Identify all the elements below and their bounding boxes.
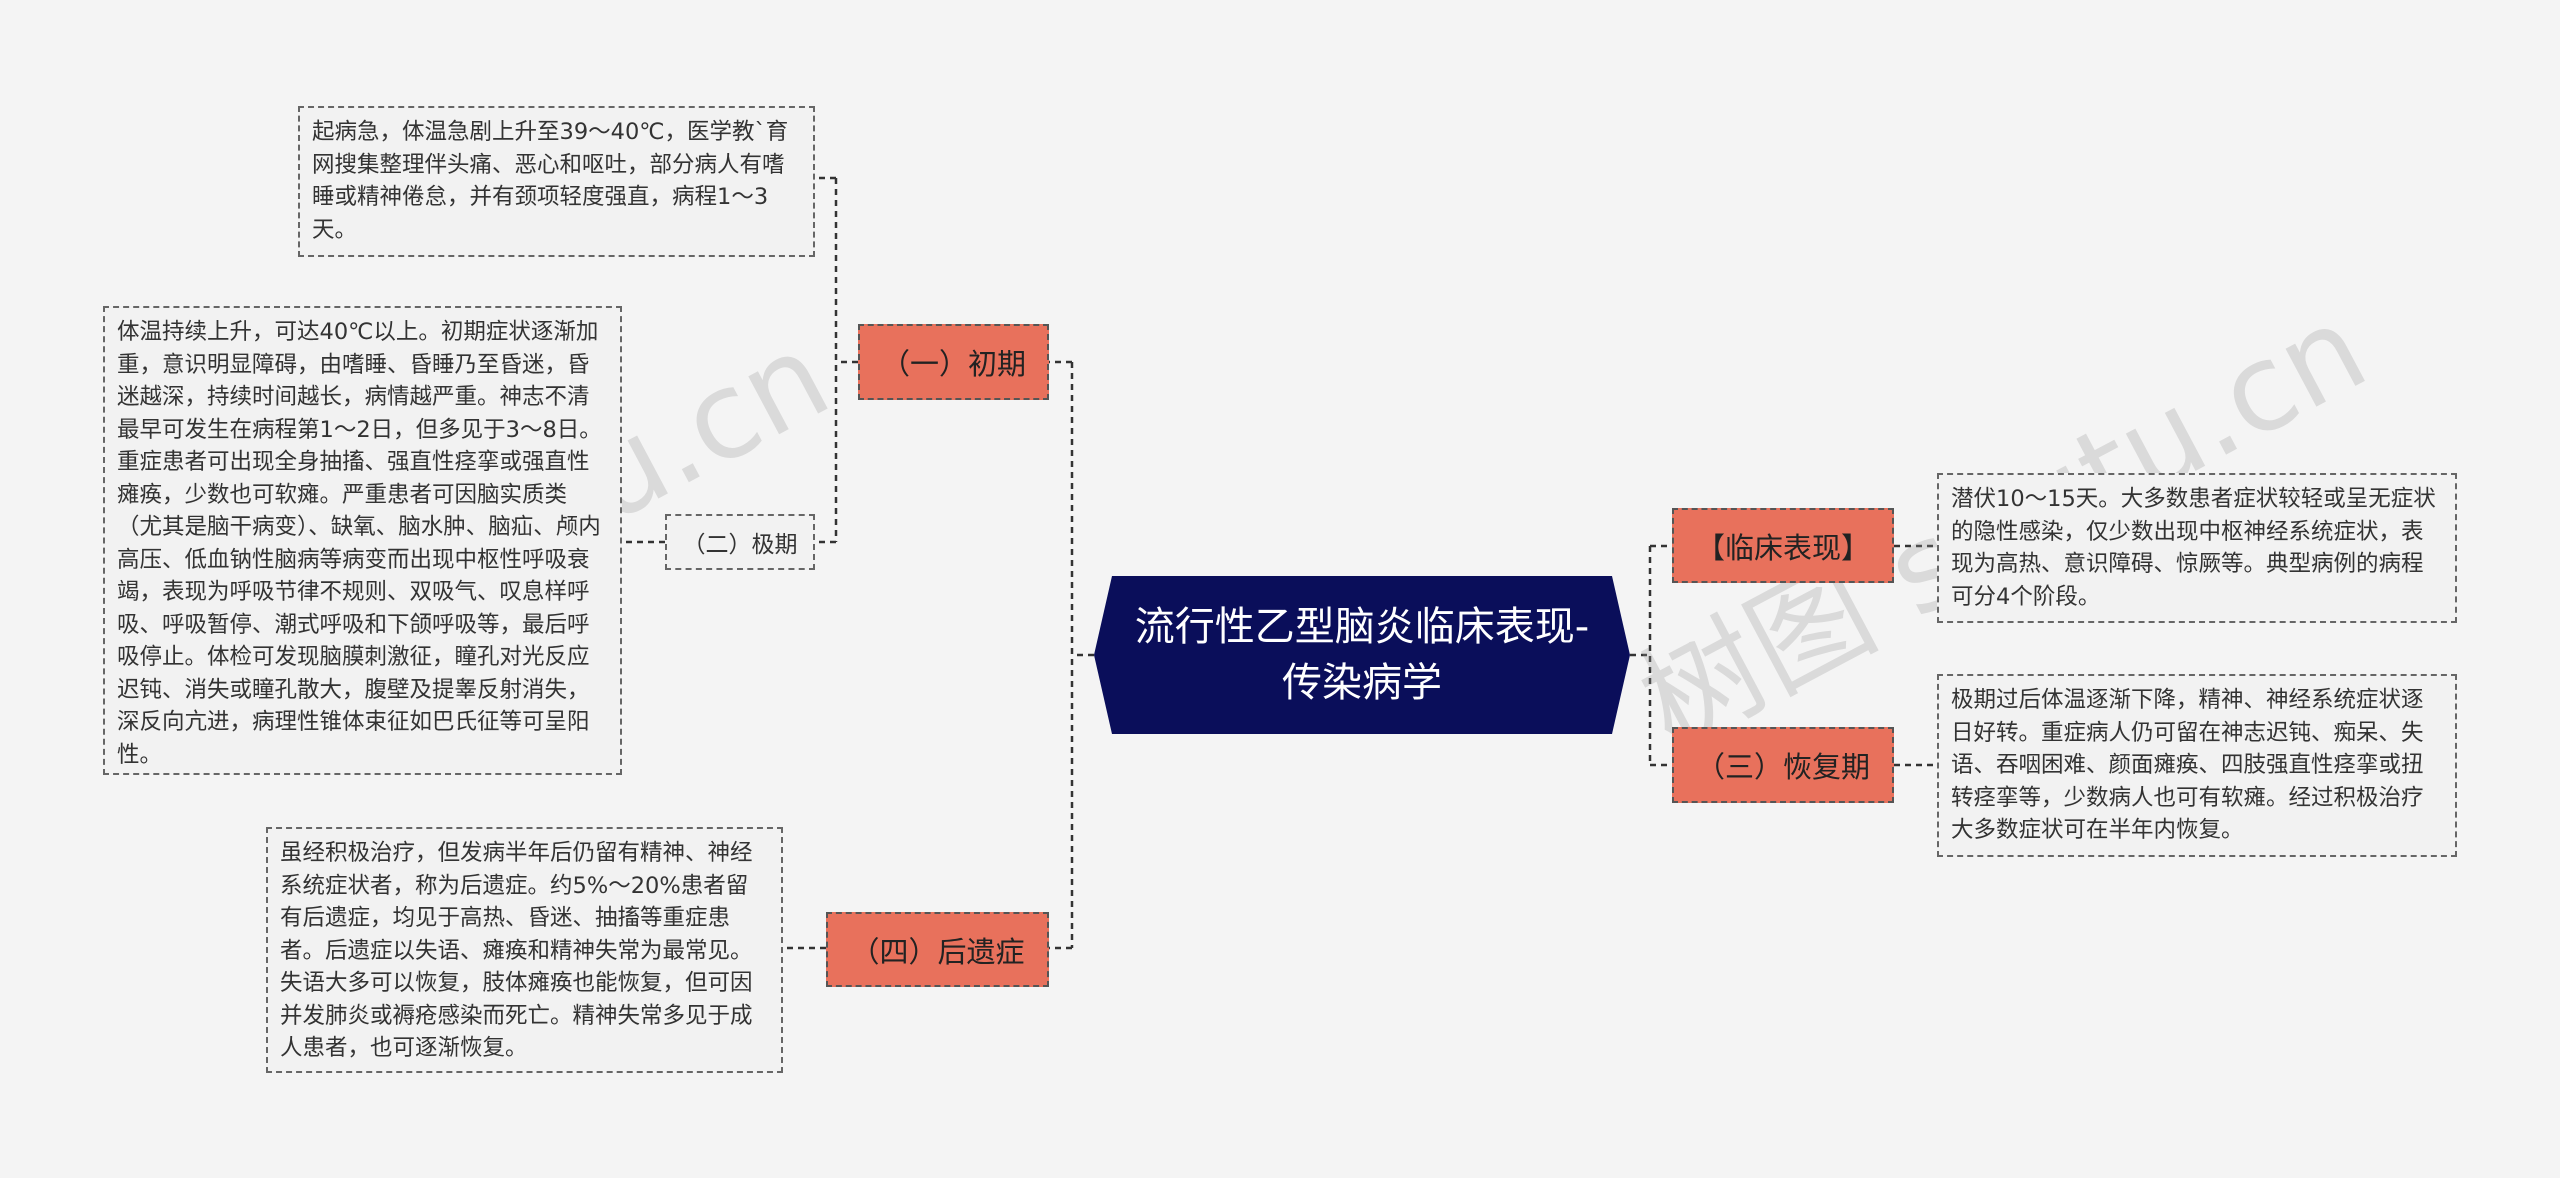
branch-sequelae[interactable]: （四）后遗症 [826,912,1049,987]
root-topic[interactable]: 流行性乙型脑炎临床表现-传染病学 [1094,576,1630,734]
branch-clinical[interactable]: 【临床表现】 [1672,508,1894,583]
leaf-recovery-description: 极期过后体温逐渐下降，精神、神经系统症状逐日好转。重症病人仍可留在神志迟钝、痴呆… [1937,674,2457,857]
root-hexagon-shape [1094,576,1630,734]
branch-sequelae-label: （四）后遗症 [850,934,1025,969]
leaf-early-description: 起病急，体温急剧上升至39～40℃，医学教`育网搜集整理伴头痛、恶心和呕吐，部分… [298,106,815,257]
branch-recovery[interactable]: （三）恢复期 [1672,727,1894,803]
root-title: 流行性乙型脑炎临床表现-传染病学 [1134,604,1590,706]
branch-early[interactable]: （一）初期 [858,324,1049,400]
branch-recovery-label: （三）恢复期 [1695,750,1870,784]
branch-clinical-label: 【临床表现】 [1695,530,1870,565]
leaf-clinical-description: 潜伏10～15天。大多数患者症状较轻或呈无症状的隐性感染，仅少数出现中枢神经系统… [1937,473,2457,623]
leaf-sequelae-description: 虽经积极治疗，但发病半年后仍留有精神、神经系统症状者，称为后遗症。约5%～20%… [266,827,783,1073]
branch-peak-label: （二）极期 [682,532,798,558]
branch-peak[interactable]: （二）极期 [665,514,815,570]
leaf-peak-description: 体温持续上升，可达40℃以上。初期症状逐渐加重，意识明显障碍，由嗜睡、昏睡乃至昏… [103,306,622,775]
branch-early-label: （一）初期 [880,347,1026,381]
